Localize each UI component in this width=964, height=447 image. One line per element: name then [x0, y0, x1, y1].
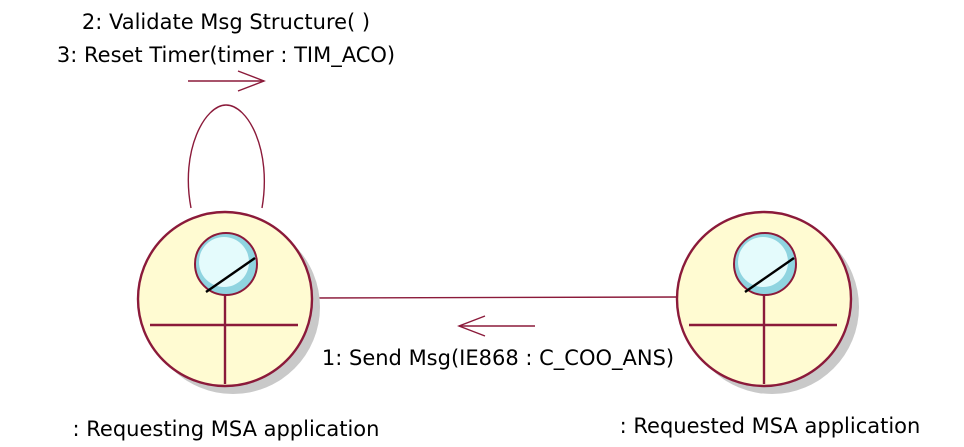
requested-object[interactable] — [675, 210, 859, 394]
actor-circle-icon — [150, 232, 298, 384]
send-message-arrow — [457, 315, 535, 337]
requesting-object-name: : Requesting MSA application — [73, 417, 380, 441]
association-link[interactable] — [311, 296, 683, 299]
actor-circle-icon — [689, 232, 837, 384]
self-loop-link[interactable] — [187, 104, 266, 209]
self-message-label-2: 3: Reset Timer(timer : TIM_ACO) — [57, 43, 395, 68]
send-message-label: 1: Send Msg(IE868 : C_COO_ANS) — [322, 346, 674, 371]
requested-object-name: : Requested MSA application — [620, 414, 921, 438]
self-message-label-1: 2: Validate Msg Structure( ) — [82, 10, 370, 34]
requesting-object[interactable] — [136, 210, 320, 394]
self-message-arrow — [188, 70, 266, 92]
